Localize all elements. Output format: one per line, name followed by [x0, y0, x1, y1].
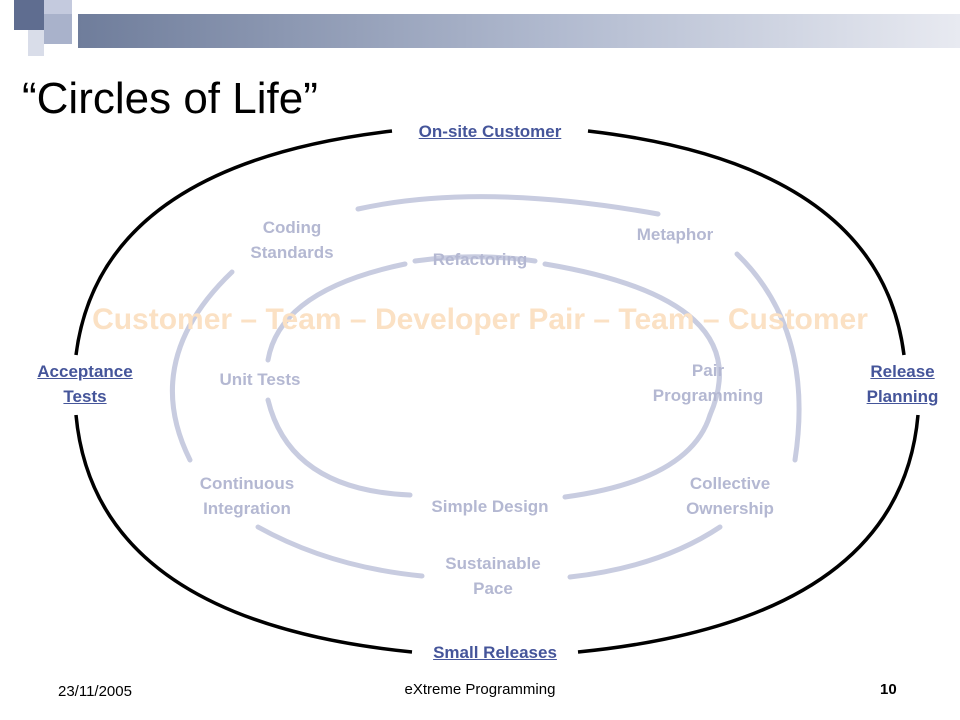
sustainable-pace-line1: Sustainable: [445, 554, 541, 573]
middle-ring-arc-right: [734, 251, 802, 463]
continuous-integration-label: Continuous Integration: [172, 471, 322, 521]
inner-ring-arc-left: [265, 261, 408, 363]
inner-ring-arc-top: [412, 254, 538, 264]
outer-ring-arc-bottom-right: [577, 414, 920, 654]
outer-ring-arc-top-left: [74, 129, 393, 356]
pair-programming-line2: Programming: [652, 386, 764, 405]
inner-ring-arc-right: [542, 261, 722, 418]
footer-date: 23/11/2005: [58, 683, 132, 700]
release-planning-link[interactable]: Release Planning: [845, 359, 960, 409]
onsite-customer-label: On-site Customer: [418, 122, 562, 141]
middle-ring-arc-left: [169, 269, 235, 463]
continuous-integration-line1: Continuous: [199, 474, 295, 493]
coding-standards-label: Coding Standards: [222, 215, 362, 265]
small-releases-label: Small Releases: [433, 643, 557, 662]
middle-ring-arc-bottom-right: [567, 524, 723, 580]
collective-ownership-line2: Ownership: [686, 499, 774, 518]
slide-title: “Circles of Life”: [22, 74, 318, 123]
header-square-pale: [28, 30, 44, 56]
collective-ownership-line1: Collective: [689, 474, 771, 493]
continuous-integration-line2: Integration: [203, 499, 291, 518]
footer-course-title: eXtreme Programming: [404, 681, 556, 698]
metaphor-label: Metaphor: [636, 225, 714, 244]
coding-standards-line2: Standards: [250, 243, 334, 262]
middle-ring-arc-top: [355, 194, 661, 217]
sustainable-pace-line2: Pace: [473, 579, 513, 598]
sustainable-pace-label: Sustainable Pace: [418, 551, 568, 601]
header-square-light: [44, 0, 72, 14]
acceptance-tests-link[interactable]: Acceptance Tests: [20, 359, 150, 409]
acceptance-tests-label-line1: Acceptance: [37, 362, 133, 381]
pair-programming-line1: Pair: [691, 361, 725, 380]
header-square-mid: [44, 14, 72, 44]
inner-ring-arc-bottom-right: [562, 412, 713, 500]
acceptance-tests-label-line2: Tests: [63, 387, 107, 406]
small-releases-link[interactable]: Small Releases: [405, 640, 585, 665]
flow-banner: Customer – Team – Developer Pair – Team …: [92, 303, 868, 336]
collective-ownership-label: Collective Ownership: [655, 471, 805, 521]
onsite-customer-link[interactable]: On-site Customer: [390, 119, 590, 144]
header-square-dark: [14, 0, 44, 30]
unit-tests-label: Unit Tests: [219, 370, 301, 389]
simple-design-label: Simple Design: [431, 497, 549, 516]
middle-ring-arc-bottom-left: [255, 524, 425, 579]
page-number: 10: [880, 681, 897, 698]
outer-ring-arc-top-right: [587, 129, 906, 356]
release-planning-label-line2: Planning: [866, 387, 939, 406]
release-planning-label-line1: Release: [870, 362, 935, 381]
header-bar: [78, 14, 960, 48]
pair-programming-label: Pair Programming: [628, 358, 788, 408]
coding-standards-line1: Coding: [262, 218, 322, 237]
inner-ring-arc-bottom: [265, 397, 413, 498]
refactoring-label: Refactoring: [432, 250, 528, 269]
outer-ring-arc-bottom-left: [74, 414, 413, 654]
